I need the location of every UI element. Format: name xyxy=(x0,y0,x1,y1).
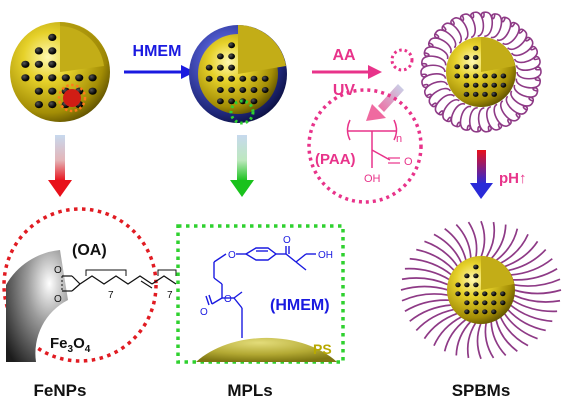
paa-structure-panel: n (PAA) O OH xyxy=(307,88,423,204)
paa-carbonyl-o: O xyxy=(404,156,413,168)
aa-uv-step-arrow: AA UV xyxy=(312,47,382,99)
paa-repeat-n: n xyxy=(396,133,402,145)
hmem-ester-carbonyl-o: O xyxy=(200,307,208,318)
pore-array xyxy=(21,33,97,109)
fe3o4-surface xyxy=(6,250,68,362)
fenp-zoom-arrow xyxy=(48,135,72,197)
oa-label: (OA) xyxy=(72,242,107,259)
stretched-polymer-brushes xyxy=(400,220,562,360)
mpl-detail-panel: PS O OH O O O (HMEM xyxy=(176,224,345,364)
fe3o4-label: Fe3O4 xyxy=(50,335,91,355)
ps-label: PS xyxy=(313,341,332,357)
caption-fenps: FeNPs xyxy=(34,381,87,400)
paa-highlight-dots xyxy=(390,48,414,72)
hmem-carbonyl-o: O xyxy=(283,235,291,246)
collapsed-polymer-brushes xyxy=(420,11,542,133)
caption-mpls: MPLs xyxy=(227,381,272,400)
hmem-panel-label: (HMEM) xyxy=(270,297,330,314)
hmem-label: HMEM xyxy=(133,43,182,60)
core-highlight-dots xyxy=(57,83,87,113)
spbm-detail-panel xyxy=(400,220,562,360)
aa-label: AA xyxy=(332,47,356,64)
pore-array xyxy=(205,42,269,105)
surface-highlight-dots xyxy=(229,99,255,125)
uv-label: UV xyxy=(333,82,356,99)
svg-text:O: O xyxy=(54,265,62,276)
hmem-ether-o: O xyxy=(228,250,236,261)
hmem-step-arrow: HMEM xyxy=(124,43,195,79)
chain-count-b: 7 xyxy=(167,290,173,301)
mpl-zoom-arrow xyxy=(230,135,254,197)
magnetic-core xyxy=(63,89,81,107)
fenp-dotted-border xyxy=(2,207,158,363)
ph-step-arrow: pH↑ xyxy=(470,150,527,199)
chain-count-a: 7 xyxy=(108,290,114,301)
mpl-dotted-border xyxy=(176,224,345,364)
fenp-particle xyxy=(10,22,110,122)
paa-zoom-arrow xyxy=(366,84,404,121)
hmem-hydroxyl: OH xyxy=(318,250,333,261)
pore-array xyxy=(454,45,507,97)
paa-dotted-border xyxy=(307,88,423,204)
pore-array xyxy=(455,264,506,315)
mpl-particle xyxy=(189,25,287,125)
ph-label: pH↑ xyxy=(499,170,527,187)
hmem-ester-o: O xyxy=(224,294,232,305)
fenp-detail-panel: O O 7 7 (OA) Fe3O4 xyxy=(2,207,177,363)
caption-spbms: SPBMs xyxy=(452,381,511,400)
paa-hydroxyl: OH xyxy=(364,173,381,185)
svg-text:O: O xyxy=(54,294,62,305)
paa-label: (PAA) xyxy=(315,151,356,168)
ps-surface xyxy=(196,337,337,362)
spbm-collapsed-particle xyxy=(420,11,542,133)
